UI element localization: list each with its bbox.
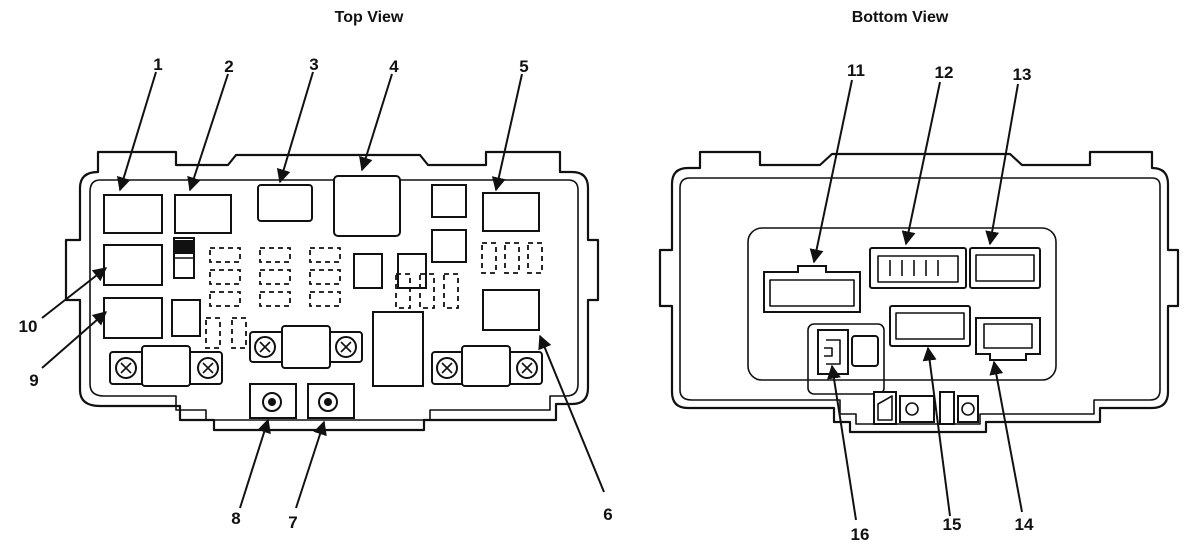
connector-14 — [975, 317, 1041, 361]
bottom-view-title: Bottom View — [852, 9, 949, 26]
top-view-title: Top View — [335, 9, 404, 26]
small-block-d — [353, 253, 383, 289]
top-view-housing — [64, 150, 600, 432]
fusible-link-right — [431, 345, 543, 387]
small-block-e — [397, 253, 427, 289]
bottom-view-connectors — [763, 247, 1041, 425]
connector-15 — [889, 305, 971, 347]
callout-2: 2 — [224, 57, 233, 76]
callout-14: 14 — [1015, 515, 1034, 534]
terminal-8 — [249, 383, 297, 419]
callout-12: 12 — [935, 63, 954, 82]
fusible-link-center — [249, 325, 363, 369]
callout-3: 3 — [309, 55, 318, 74]
connector-11 — [763, 265, 861, 313]
relay-3 — [257, 184, 313, 222]
callout-15: 15 — [943, 515, 962, 534]
terminal-7 — [307, 383, 355, 419]
relay-1 — [103, 194, 163, 234]
mini-fuse-grid — [205, 242, 543, 349]
callout-16: 16 — [851, 525, 870, 544]
relay-5 — [482, 192, 540, 232]
tall-block — [372, 311, 424, 387]
fusible-link-left — [109, 345, 223, 387]
connector-13 — [969, 247, 1041, 289]
small-block-b — [431, 229, 467, 263]
relay-9 — [103, 297, 163, 339]
callout-10: 10 — [19, 317, 38, 336]
callout-7: 7 — [288, 513, 297, 532]
callout-11: 11 — [847, 61, 865, 80]
small-block-c — [171, 299, 201, 337]
bottom-tabs — [873, 391, 979, 425]
callout-4: 4 — [389, 57, 399, 76]
top-view-components — [103, 175, 543, 419]
callout-8: 8 — [231, 509, 240, 528]
top-view-leaders — [41, 71, 605, 509]
bottom-view-housing — [658, 150, 1180, 434]
relay-6 — [482, 289, 540, 331]
callout-1: 1 — [153, 55, 162, 74]
small-block-a — [431, 184, 467, 218]
callout-13: 13 — [1013, 65, 1032, 84]
relay-10 — [103, 244, 163, 286]
bottom-view-leaders — [809, 79, 1023, 521]
connector-12 — [869, 247, 967, 289]
callout-6: 6 — [603, 505, 612, 524]
connector-16 — [807, 323, 885, 395]
relay-2 — [174, 194, 232, 234]
callout-5: 5 — [519, 57, 528, 76]
callout-9: 9 — [29, 371, 38, 390]
relay-4 — [333, 175, 401, 237]
